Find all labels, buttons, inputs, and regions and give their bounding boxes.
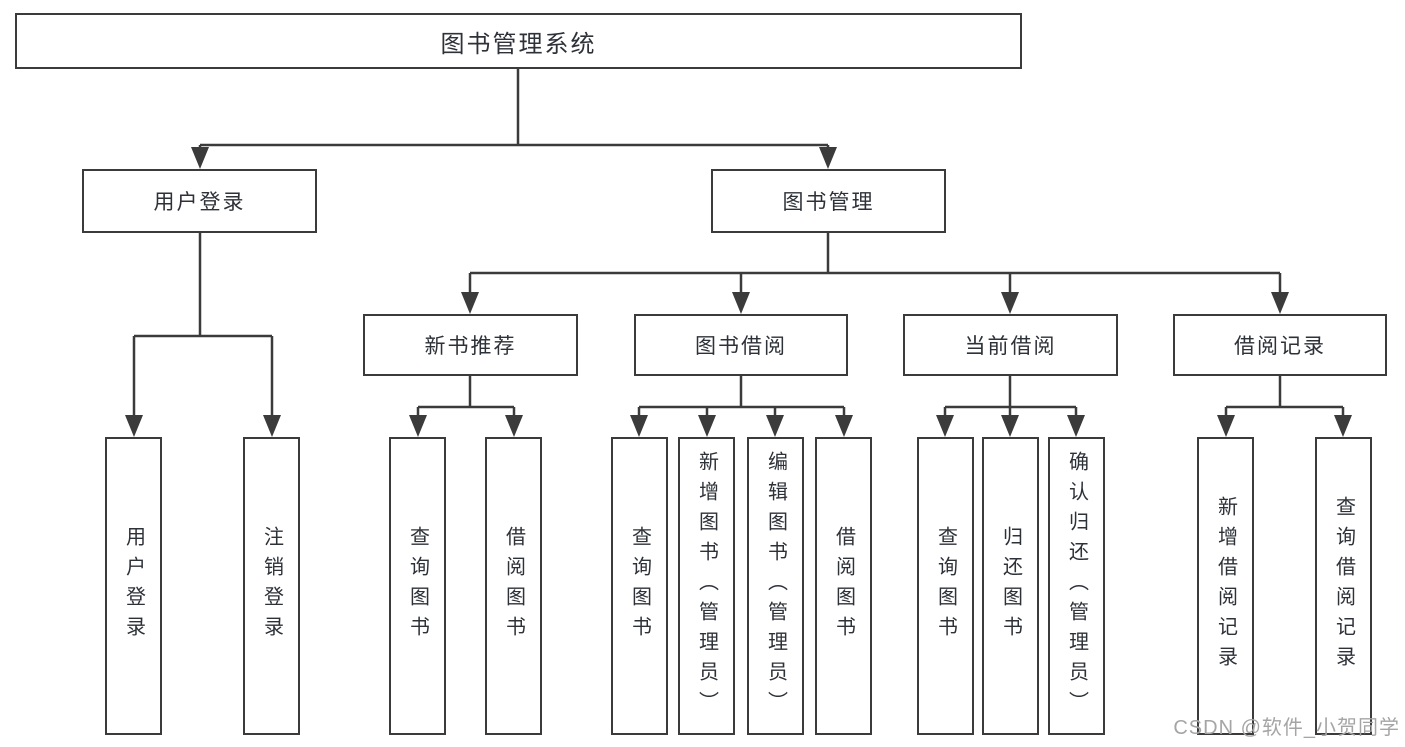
node-book-borrowing: 图书借阅 <box>634 314 848 376</box>
watermark: CSDN @软件_小贺同学 <box>1173 717 1400 739</box>
node-user-login: 用户登录 <box>82 169 317 233</box>
leaf-borrow-books: 借阅图书 <box>815 437 872 735</box>
leaf-edit-books-admin: 编辑图书（管理员） <box>747 437 804 735</box>
leaf-logout: 注销登录 <box>243 437 300 735</box>
node-borrowing-records: 借阅记录 <box>1173 314 1387 376</box>
leaf-borrow-books-recommend: 借阅图书 <box>485 437 542 735</box>
leaf-add-books-admin: 新增图书（管理员） <box>678 437 735 735</box>
leaf-confirm-return-admin: 确认归还（管理员） <box>1048 437 1105 735</box>
leaf-query-books-recommend: 查询图书 <box>389 437 446 735</box>
leaf-query-borrow-record: 查询借阅记录 <box>1315 437 1372 735</box>
leaf-add-borrow-record: 新增借阅记录 <box>1197 437 1254 735</box>
node-book-management: 图书管理 <box>711 169 946 233</box>
leaf-user-login: 用户登录 <box>105 437 162 735</box>
node-current-borrowing: 当前借阅 <box>903 314 1118 376</box>
leaf-query-books-borrow: 查询图书 <box>611 437 668 735</box>
leaf-return-books: 归还图书 <box>982 437 1039 735</box>
leaf-query-books-current: 查询图书 <box>917 437 974 735</box>
node-new-book-recommendation: 新书推荐 <box>363 314 578 376</box>
node-library-system: 图书管理系统 <box>15 13 1022 69</box>
